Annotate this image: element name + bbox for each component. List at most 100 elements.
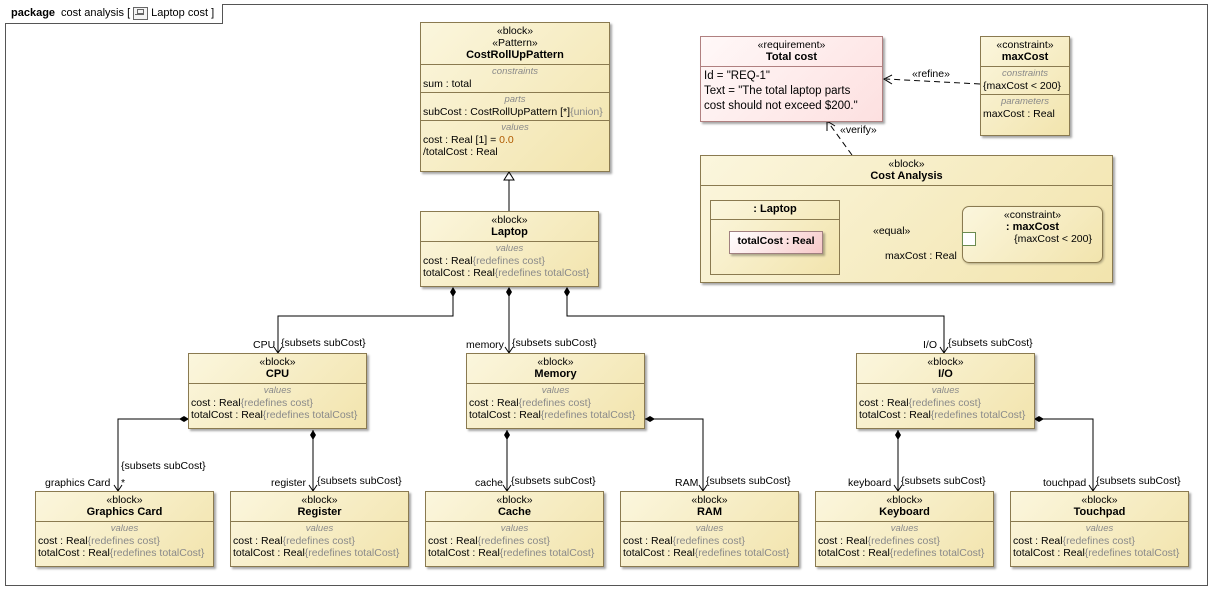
block-name: Cost Analysis <box>870 170 943 182</box>
compartment-title: values <box>1085 523 1114 534</box>
compartment-title: values <box>541 385 570 396</box>
value-row: cost : Real{redefines cost} <box>818 535 991 547</box>
compartment-title: constraints <box>1002 68 1048 79</box>
role-label-cpu: CPU <box>253 339 276 351</box>
value-name: totalCost : Real <box>428 547 500 559</box>
subsets-label: {subsets subCost} <box>121 460 206 472</box>
value-name: totalCost : Real <box>233 547 305 559</box>
role-label-memory: memory <box>466 339 504 351</box>
value-row: totalCost : Real{redefines totalCost} <box>191 409 364 421</box>
value-default: 0.0 <box>499 134 514 146</box>
value-row: cost : Real{redefines cost} <box>191 397 364 409</box>
compartment-title: parameters <box>1000 96 1050 107</box>
requirement-total-cost[interactable]: «requirement» Total cost Id = "REQ-1" Te… <box>700 36 883 122</box>
value-modifier: {redefines cost} <box>477 535 550 547</box>
block-name: Register <box>297 506 342 518</box>
value-row: totalCost : Real{redefines totalCost} <box>38 547 211 559</box>
frame-name: cost analysis <box>61 7 125 19</box>
role-label-io: I/O <box>923 339 938 351</box>
value-modifier: {redefines cost} <box>518 397 591 409</box>
composition-io[interactable] <box>566 290 945 353</box>
value-name: totalCost : Real <box>623 547 695 559</box>
requirement-id: Id = "REQ-1" <box>704 70 771 82</box>
stereotype: «block» <box>106 494 143 506</box>
value-row: cost : Real{redefines cost} <box>1013 535 1186 547</box>
value-modifier: {redefines cost} <box>87 535 160 547</box>
value-name: cost : Real [1] = <box>423 134 500 146</box>
value-row: totalCost : Real{redefines totalCost} <box>428 547 601 559</box>
parameter-row: maxCost : Real <box>983 108 1055 120</box>
composition-ram[interactable] <box>645 418 704 491</box>
value-modifier: {redefines totalCost} <box>540 409 636 421</box>
block-name: RAM <box>696 506 723 518</box>
constraint-block-maxcost[interactable]: «constraint» maxCost constraints {maxCos… <box>980 36 1070 136</box>
role-label-register: register <box>271 477 307 489</box>
part-row: subCost : CostRollUpPattern [*]{union} <box>423 106 607 118</box>
value-name: cost : Real <box>233 535 283 547</box>
compartment-title: values <box>931 385 960 396</box>
composition-diamond <box>504 430 510 440</box>
value-row: cost : Real{redefines cost} <box>859 397 1032 409</box>
block-name: Laptop <box>491 226 528 238</box>
block-name: Keyboard <box>879 506 930 518</box>
value-row: cost : Real [1] = 0.0 <box>423 134 607 146</box>
stereotype: «block» <box>1081 494 1118 506</box>
value-modifier: {redefines cost} <box>672 535 745 547</box>
composition-touchpad[interactable] <box>1034 418 1094 491</box>
constraint-property-maxcost[interactable]: «constraint» : maxCost {maxCost < 200} <box>962 206 1103 263</box>
multiplicity-label: * <box>121 477 126 489</box>
refine-label: «refine» <box>912 68 950 80</box>
composition-cpu[interactable] <box>277 290 454 353</box>
composition-diamond <box>645 416 655 422</box>
diagram-frame <box>5 4 1208 586</box>
stereotype: «block» <box>496 25 534 37</box>
value-row: totalCost : Real{redefines totalCost} <box>1013 547 1186 559</box>
block-diagram-icon <box>133 6 149 20</box>
block-costrolluppattern[interactable]: «block» «Pattern» CostRollUpPattern cons… <box>420 22 610 172</box>
value-modifier: {redefines cost} <box>472 255 545 267</box>
block-name: CPU <box>265 368 290 380</box>
value-name: cost : Real <box>469 397 519 409</box>
equal-label: «equal» <box>873 225 911 237</box>
value-row: totalCost : Real{redefines totalCost} <box>423 267 596 279</box>
value-name: totalCost : Real <box>423 267 495 279</box>
composition-diamond <box>506 287 512 297</box>
block-name: Graphics Card <box>86 506 163 518</box>
role-label-keyboard: keyboard <box>848 477 892 489</box>
value-row: cost : Real{redefines cost} <box>423 255 596 267</box>
value-row: /totalCost : Real <box>423 146 498 158</box>
requirement-name: Total cost <box>765 51 818 63</box>
compartment-title: values <box>305 523 334 534</box>
property-totalcost[interactable]: totalCost : Real <box>729 231 823 254</box>
constraint-parameter-port[interactable] <box>962 232 976 246</box>
value-name: cost : Real <box>38 535 88 547</box>
subsets-label: {subsets subCost} <box>511 475 596 487</box>
composition-graphics-card[interactable] <box>117 418 189 491</box>
composition-diamond <box>179 416 189 422</box>
value-modifier: {redefines cost} <box>867 535 940 547</box>
block-laptop[interactable]: «block» Laptop values cost : Real{redefi… <box>420 211 599 287</box>
requirement-text: Text = "The total laptop parts <box>704 85 851 97</box>
value-name: cost : Real <box>859 397 909 409</box>
value-modifier: {redefines totalCost} <box>1084 547 1180 559</box>
refine-dependency[interactable] <box>885 78 981 85</box>
stereotype: «block» <box>301 494 338 506</box>
frame-diagram-name: Laptop cost <box>151 7 209 19</box>
value-name: cost : Real <box>623 535 673 547</box>
verify-dependency[interactable] <box>827 121 853 156</box>
verify-label: «verify» <box>840 124 877 136</box>
value-row: cost : Real{redefines cost} <box>428 535 601 547</box>
part-modifier: {union} <box>570 106 603 118</box>
constraint-text: {maxCost < 200} <box>983 80 1061 92</box>
generalization-arrowhead <box>503 171 515 181</box>
